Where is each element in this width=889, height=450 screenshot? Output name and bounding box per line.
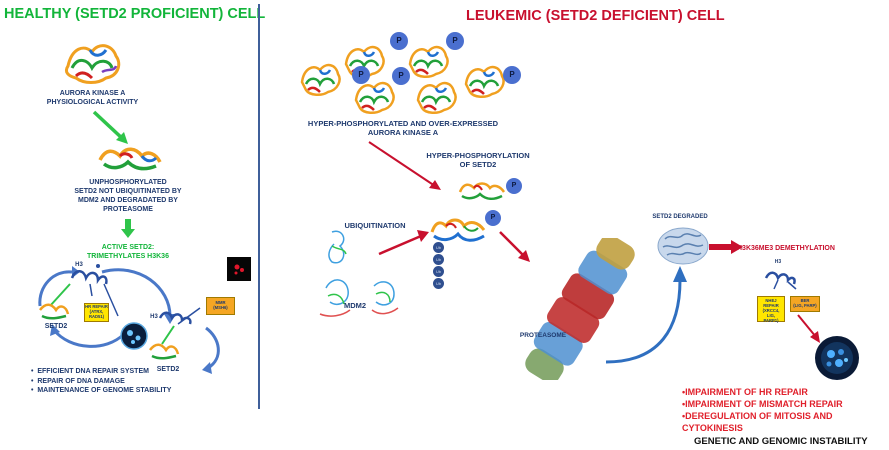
demethylation-label: H3K36ME3 DEMETHYLATION: [737, 245, 835, 252]
unphosphorylated-label: UNPHOSPHORYLATED SETD2 NOT UBIQUITINATED…: [74, 179, 182, 213]
red-arrow-demethylation: [709, 240, 743, 254]
mmr-box: MMR (MSH6): [206, 297, 235, 315]
phospho-icon: P: [392, 67, 410, 85]
healthy-cell-title: HEALTHY (SETD2 PROFICIENT) CELL: [4, 6, 266, 22]
setd2-cycle-diagram: [38, 264, 220, 374]
ber-repair-box: BER (LIG, PARP): [790, 296, 820, 312]
list-item: • EFFICIENT DNA REPAIR SYSTEM: [31, 368, 149, 375]
ubiquitin-icon: Ub: [433, 242, 444, 253]
setd2-protein-icon: [98, 147, 162, 171]
aurora-kinase-label: AURORA KINASE A PHYSIOLOGICAL ACTIVITY: [46, 90, 139, 106]
leukemic-cell-title: LEUKEMIC (SETD2 DEFICIENT) CELL: [466, 8, 725, 24]
ubiquitin-icon: Ub: [433, 266, 444, 277]
green-arrow-1: [92, 110, 128, 144]
hyper-setd2-label: HYPER-PHOSPHORYLATION OF SETD2: [426, 151, 530, 169]
setd2-label-2: SETD2: [156, 366, 180, 373]
red-arrow-to-damaged-cell: [797, 314, 820, 343]
phospho-icon: P: [485, 210, 501, 226]
hyper-aurora-cluster: [300, 45, 505, 114]
green-arrow-2: [121, 219, 135, 238]
ubiquitinated-setd2-icon: [430, 218, 486, 242]
mismatch-cell-image: [227, 257, 251, 281]
aurora-kinase-protein-icon: [64, 44, 121, 84]
hyper-aurora-label: HYPER-PHOSPHORYLATED AND OVER-EXPRESSED …: [307, 119, 499, 137]
damaged-nucleus-icon: [815, 336, 859, 380]
blue-arrow-to-degraded: [605, 266, 687, 364]
phospho-icon: P: [446, 32, 464, 50]
phospho-icon: P: [506, 178, 522, 194]
conclusion-label: GENETIC AND GENOMIC INSTABILITY: [694, 436, 868, 447]
leukemic-outcomes-list: •IMPAIRMENT OF HR REPAIR •IMPAIRMENT OF …: [682, 386, 887, 434]
h3-histone-icon: [764, 271, 797, 290]
nhej-repair-box: NHEJ REPAIR (XRCC4, LIG, PARP1): [757, 296, 785, 323]
list-item: • MAINTENANCE OF GENOME STABILITY: [31, 387, 172, 394]
phospho-icon: P: [503, 66, 521, 84]
mdm2-label: MDM2: [343, 301, 367, 310]
red-arrow-phosphorylation: [368, 141, 441, 190]
proteasome-label: PROTEASOME: [519, 332, 567, 339]
degraded-setd2-icon: [657, 227, 709, 265]
list-item: •IMPAIRMENT OF HR REPAIR: [682, 387, 808, 397]
healthy-outcomes-list: • EFFICIENT DNA REPAIR SYSTEM • REPAIR O…: [31, 367, 231, 396]
list-item: •DEREGULATION OF MITOSIS AND CYTOKINESIS: [682, 411, 833, 433]
list-item: • REPAIR OF DNA DAMAGE: [31, 377, 125, 385]
red-arrow-ubiquitination: [378, 230, 429, 256]
red-arrow-degradation: [499, 231, 530, 262]
setd2-label-1: SETD2: [44, 323, 68, 330]
hr-repair-box: HR REPAIR (ATRX, RAD51): [84, 303, 109, 322]
ubiquitin-icon: Ub: [433, 254, 444, 265]
h3-label-2: H3: [150, 314, 158, 320]
proteasome-icon: [525, 238, 635, 380]
hyper-setd2-protein-icon: [458, 182, 506, 200]
ubiquitin-icon: Ub: [433, 278, 444, 289]
list-item: •IMPAIRMENT OF MISMATCH REPAIR: [682, 399, 843, 409]
h3-label-right: H3: [774, 259, 782, 265]
setd2-degraded-label: SETD2 DEGRADED: [652, 214, 708, 220]
ubiquitination-label: UBIQUITINATION: [344, 221, 406, 230]
mdm2-protein-icon: [319, 230, 399, 317]
panel-divider: [258, 4, 260, 409]
active-setd2-label: ACTIVE SETD2: TRIMETHYLATES H3K36: [87, 244, 169, 260]
phospho-icon: P: [352, 66, 370, 84]
h3-label-1: H3: [75, 262, 83, 268]
phospho-icon: P: [390, 32, 408, 50]
